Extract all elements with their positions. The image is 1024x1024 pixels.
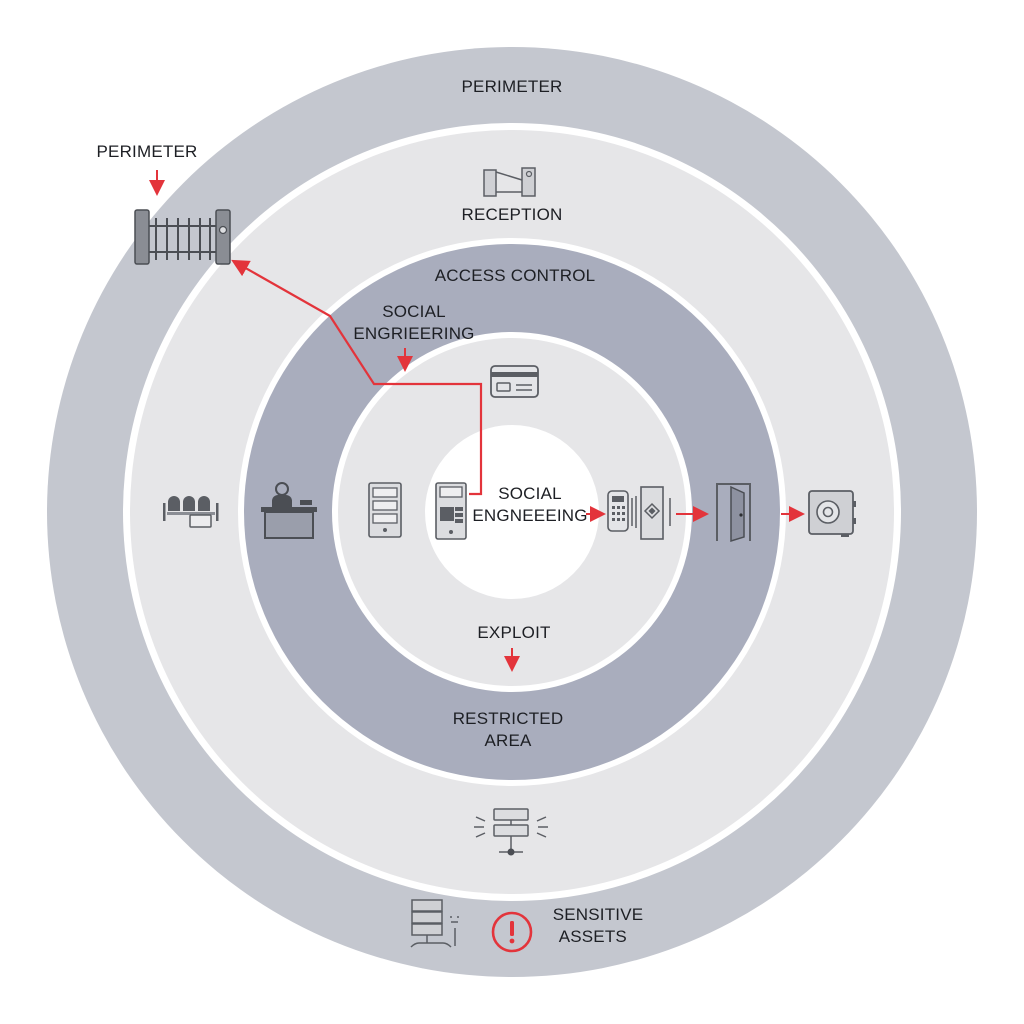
warning-icon: [490, 910, 534, 954]
restricted-area-line2: AREA: [484, 731, 532, 750]
fence-gate-icon: [134, 208, 234, 268]
social-engineering-center-line2: ENGNEEEING: [472, 506, 588, 525]
exploit-label: EXPLOIT: [477, 623, 551, 642]
restricted-area-line1: RESTRICTED: [452, 709, 564, 728]
door-icon: [714, 481, 754, 543]
social-engineering-top-line2: ENGRIEERING: [353, 324, 475, 343]
perimeter-title: PERIMETER: [461, 77, 563, 96]
social-engineering-top-line1: SOCIAL: [382, 302, 446, 321]
server-cluster-icon: [410, 898, 466, 952]
social-engineering-top-label: SOCIAL ENGRIEERING: [353, 301, 474, 345]
safe-icon: [808, 490, 856, 538]
sensitive-assets-line1: SENSITIVE: [552, 905, 644, 924]
turnstile-gate-icon: [482, 164, 538, 198]
waiting-chairs-icon: [163, 493, 219, 529]
sensitive-assets-label: SENSITIVE ASSETS: [553, 904, 644, 948]
access-control-label: ACCESS CONTROL: [434, 266, 596, 285]
social-engineering-center-line1: SOCIAL: [498, 484, 562, 503]
reception-desk-icon: [260, 480, 320, 540]
sensitive-assets-line2: ASSETS: [558, 927, 627, 946]
network-server-icon: [473, 805, 549, 861]
perimeter-callout-label: PERIMETER: [96, 142, 198, 161]
social-engineering-center-label: SOCIAL ENGNEEEING: [472, 483, 587, 527]
keypad-terminal-icon: [435, 482, 467, 540]
card-reader-icon: [607, 490, 631, 532]
reception-label: RECEPTION: [461, 205, 563, 224]
server-rack-icon: [368, 482, 402, 538]
restricted-area-label: RESTRICTED AREA: [453, 708, 564, 752]
access-card-icon: [490, 365, 540, 399]
badge-scanner-icon: [630, 486, 676, 540]
